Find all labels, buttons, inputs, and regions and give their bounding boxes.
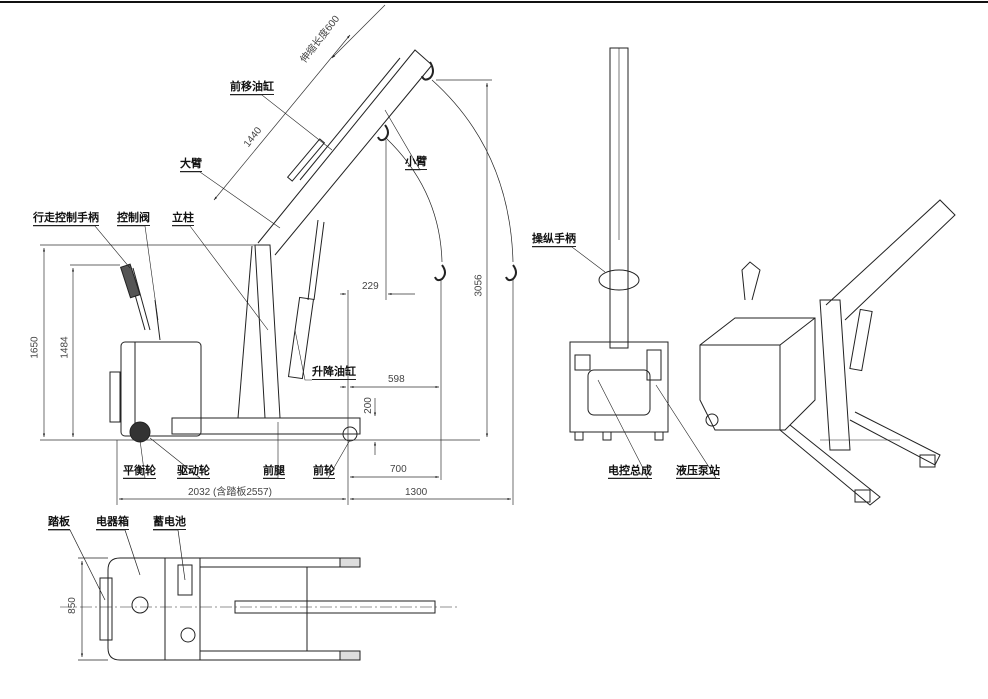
dim-3056: 3056: [473, 274, 485, 297]
boom-perspective: [825, 199, 956, 321]
arc-inner: [385, 137, 443, 263]
label-electric-control: 电控总成: [608, 464, 652, 479]
leg-top-upper: [199, 557, 361, 568]
battery-top: [177, 564, 193, 596]
forward-cylinder-side: [286, 138, 326, 182]
dim-700: 700: [390, 464, 407, 475]
label-lift-cylinder: 升降油缸: [312, 365, 356, 380]
label-hydraulic-station: 液压泵站: [676, 464, 720, 479]
body-box: [120, 341, 202, 437]
dim-200: 200: [362, 397, 374, 414]
operating-handle-front: [598, 269, 640, 291]
dim-1650: 1650: [29, 336, 41, 359]
label-front-leg: 前腿: [263, 464, 285, 479]
column-side: [254, 244, 281, 419]
legs-perspective: [779, 411, 941, 506]
leg-top-lower: [199, 650, 361, 661]
dim-overall-length: 2032 (含踏板2557): [188, 487, 272, 498]
mast-perspective: [819, 299, 851, 451]
top-view: [48, 529, 460, 661]
label-battery: 蓄电池: [153, 515, 186, 530]
hook-low-2: [505, 264, 517, 282]
label-main-arm: 大臂: [180, 157, 202, 172]
label-pedal: 踏板: [48, 515, 70, 530]
battery-front: [587, 369, 651, 416]
dim-229: 229: [362, 281, 379, 292]
pump-front: [646, 349, 662, 381]
front-wheel-side: [342, 426, 358, 442]
dim-1484: 1484: [59, 336, 71, 359]
main-arm-side: [257, 49, 433, 256]
dim-1300: 1300: [405, 487, 428, 498]
front-view: [532, 47, 717, 479]
label-front-wheel: 前轮: [313, 464, 335, 479]
arc-outer: [431, 79, 514, 263]
dim-850: 850: [66, 597, 78, 614]
label-balance-wheel: 平衡轮: [123, 464, 156, 479]
body-top: [107, 557, 201, 661]
pedal-side: [109, 371, 121, 423]
hook-top: [421, 61, 434, 81]
drive-wheel-side: [129, 421, 151, 443]
base-front: [569, 341, 669, 433]
dim-598: 598: [388, 374, 405, 385]
front-leg-side: [171, 417, 361, 435]
pedal-top: [99, 577, 113, 641]
side-view: [33, 4, 517, 505]
label-forward-cylinder: 前移油缸: [230, 80, 274, 95]
label-small-arm: 小臂: [405, 155, 427, 170]
label-electrical-box: 电器箱: [96, 515, 129, 530]
label-drive-wheel: 驱动轮: [177, 464, 210, 479]
label-column: 立柱: [172, 211, 194, 226]
perspective-view: [699, 199, 956, 506]
lift-cylinder-rod: [307, 219, 325, 301]
lift-cylinder-body: [287, 296, 315, 380]
body-perspective: [699, 317, 816, 431]
hook-mid: [377, 124, 389, 142]
label-travel-handle: 行走控制手柄: [33, 211, 99, 226]
label-control-valve: 控制阀: [117, 211, 150, 226]
label-operating-handle: 操纵手柄: [532, 232, 576, 247]
hook-low-1: [434, 264, 446, 282]
handle-perspective: [741, 261, 761, 301]
